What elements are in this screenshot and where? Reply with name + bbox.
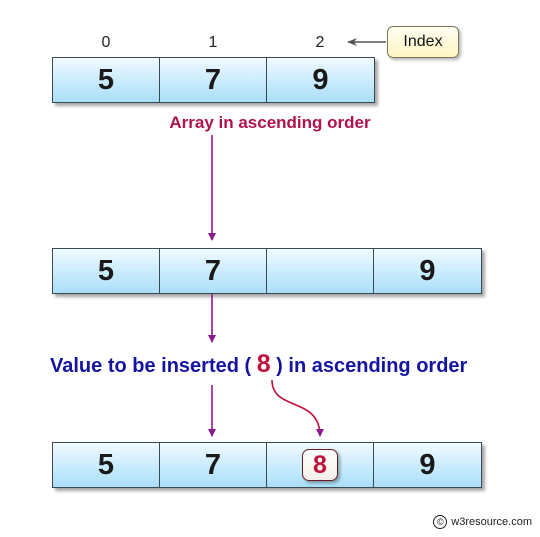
array-result-cell-0: 5 — [53, 443, 160, 487]
array-initial-cell-2: 9 — [267, 58, 374, 102]
array-result-cell-1: 7 — [160, 443, 267, 487]
index-label-1: 1 — [208, 34, 218, 51]
array-gap-cell-2 — [267, 249, 374, 293]
array-gap-cell-3: 9 — [374, 249, 481, 293]
caption-ascending-array: Array in ascending order — [169, 113, 371, 132]
array-gap-cell-0: 5 — [53, 249, 160, 293]
insert-curve-arrow — [271, 379, 324, 437]
caption-insert-prefix: Value to be inserted ( — [50, 355, 257, 377]
array-initial-cell-0: 5 — [53, 58, 160, 102]
array-result-cell-2: 8 — [267, 443, 374, 487]
caption-insert-value: Value to be inserted ( 8 ) in ascending … — [50, 350, 467, 379]
index-label-2: 2 — [315, 34, 325, 51]
caption-insert-suffix: ) in ascending order — [270, 355, 468, 377]
array-result: 5 7 8 9 — [52, 442, 482, 488]
array-result-cell-3: 9 — [374, 443, 481, 487]
copyright-icon: © — [433, 515, 448, 529]
credit-footer: © w3resource.com — [433, 515, 532, 529]
index-label-0: 0 — [101, 34, 111, 51]
array-with-gap: 5 7 9 — [52, 248, 482, 294]
array-gap-cell-1: 7 — [160, 249, 267, 293]
inserted-value-badge: 8 — [302, 449, 338, 481]
index-callout: Index — [387, 26, 459, 58]
caption-insert-value-highlight: 8 — [256, 350, 271, 378]
credit-text: w3resource.com — [451, 516, 532, 528]
array-initial: 5 7 9 — [52, 57, 375, 103]
array-initial-cell-1: 7 — [160, 58, 267, 102]
